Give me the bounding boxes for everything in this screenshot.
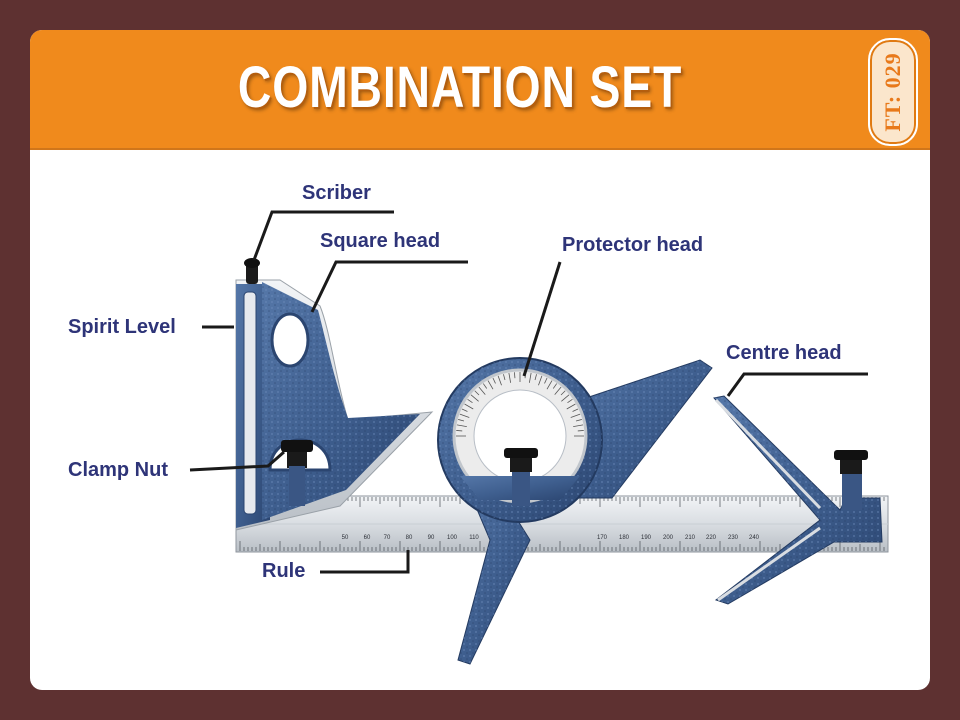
protractor-tick (514, 372, 516, 379)
label-centre-head: Centre head (726, 342, 842, 364)
protractor-tick (534, 374, 537, 381)
title-bar: COMBINATION SET FT: 029 (30, 30, 930, 150)
protractor-tick (573, 424, 584, 428)
label-scriber: Scriber (302, 182, 371, 204)
slide-title: COMBINATION SET (237, 55, 683, 120)
protractor-tick (570, 413, 581, 418)
label-square-head: Square head (320, 230, 441, 252)
label-clamp-nut: Clamp Nut (68, 459, 168, 481)
protractor-scale (456, 372, 584, 437)
clamp-nut-leader (189, 450, 285, 472)
protractor-tick (461, 408, 468, 412)
protractor-tick (561, 394, 570, 402)
rule-scale-number: 110 (469, 535, 479, 541)
square-head (235, 279, 434, 531)
protractor-head (437, 357, 713, 665)
scriber-leader (252, 210, 394, 261)
centre-head (713, 395, 883, 605)
protractor-tick (566, 403, 576, 410)
rule-scale-number: 50 (342, 535, 349, 541)
protractor-tick (567, 398, 573, 404)
protractor-tick (482, 383, 488, 389)
protractor-tick (554, 386, 562, 395)
protractor-tick (503, 374, 506, 381)
protractor-tick (458, 419, 465, 422)
rule-scale-number: 70 (384, 535, 391, 541)
rule-scale-number: 170 (597, 535, 608, 541)
protractor-tick (577, 430, 584, 432)
protractor-tick (492, 377, 496, 384)
rule-scale-number: 220 (706, 535, 717, 541)
protractor-tick (456, 430, 463, 432)
protractor-tick (544, 377, 548, 384)
rule-scale-number: 100 (447, 535, 458, 541)
code-badge: FT: 029 (868, 38, 918, 146)
rule-scale-number: 190 (641, 535, 652, 541)
rule-scale-number: 90 (428, 535, 435, 541)
label-spirit-level: Spirit Level (68, 316, 176, 338)
protractor-tick (572, 408, 579, 412)
protractor-tick (546, 380, 553, 390)
rule-scale-number: 180 (619, 535, 630, 541)
rule-scale-number: 210 (685, 535, 696, 541)
protractor-tick (528, 372, 532, 383)
label-protector-head: Protector head (562, 234, 704, 256)
square-head-clamp-nut (281, 440, 313, 506)
protractor-tick (538, 375, 543, 386)
rule-leader (320, 550, 410, 574)
rule-scale-number: 230 (728, 535, 739, 541)
protractor-tick (497, 375, 502, 386)
protractor-tick (470, 394, 479, 402)
protractor-tick (456, 424, 467, 428)
rule-scale-number: 60 (364, 535, 371, 541)
protractor-tick (508, 372, 512, 383)
protractor-tick (478, 386, 486, 395)
scriber-icon (244, 258, 260, 284)
protractor-tick (459, 413, 470, 418)
protractor-tick (552, 383, 558, 389)
protector-head-leader (522, 261, 562, 377)
leader-lines (189, 210, 868, 574)
protractor-tick (560, 390, 566, 396)
rule-scale-number: 240 (749, 535, 760, 541)
protractor-tick (474, 390, 480, 396)
rule-scale-number: 200 (663, 535, 674, 541)
centre-head-leader (726, 372, 868, 397)
protractor-tick (575, 419, 582, 422)
square-head-leader (310, 260, 468, 313)
label-rule: Rule (262, 560, 306, 582)
protractor-tick (467, 398, 473, 404)
protractor-tick (487, 380, 494, 390)
rule-scale-number: 80 (406, 535, 413, 541)
protractor-tick (464, 403, 474, 410)
